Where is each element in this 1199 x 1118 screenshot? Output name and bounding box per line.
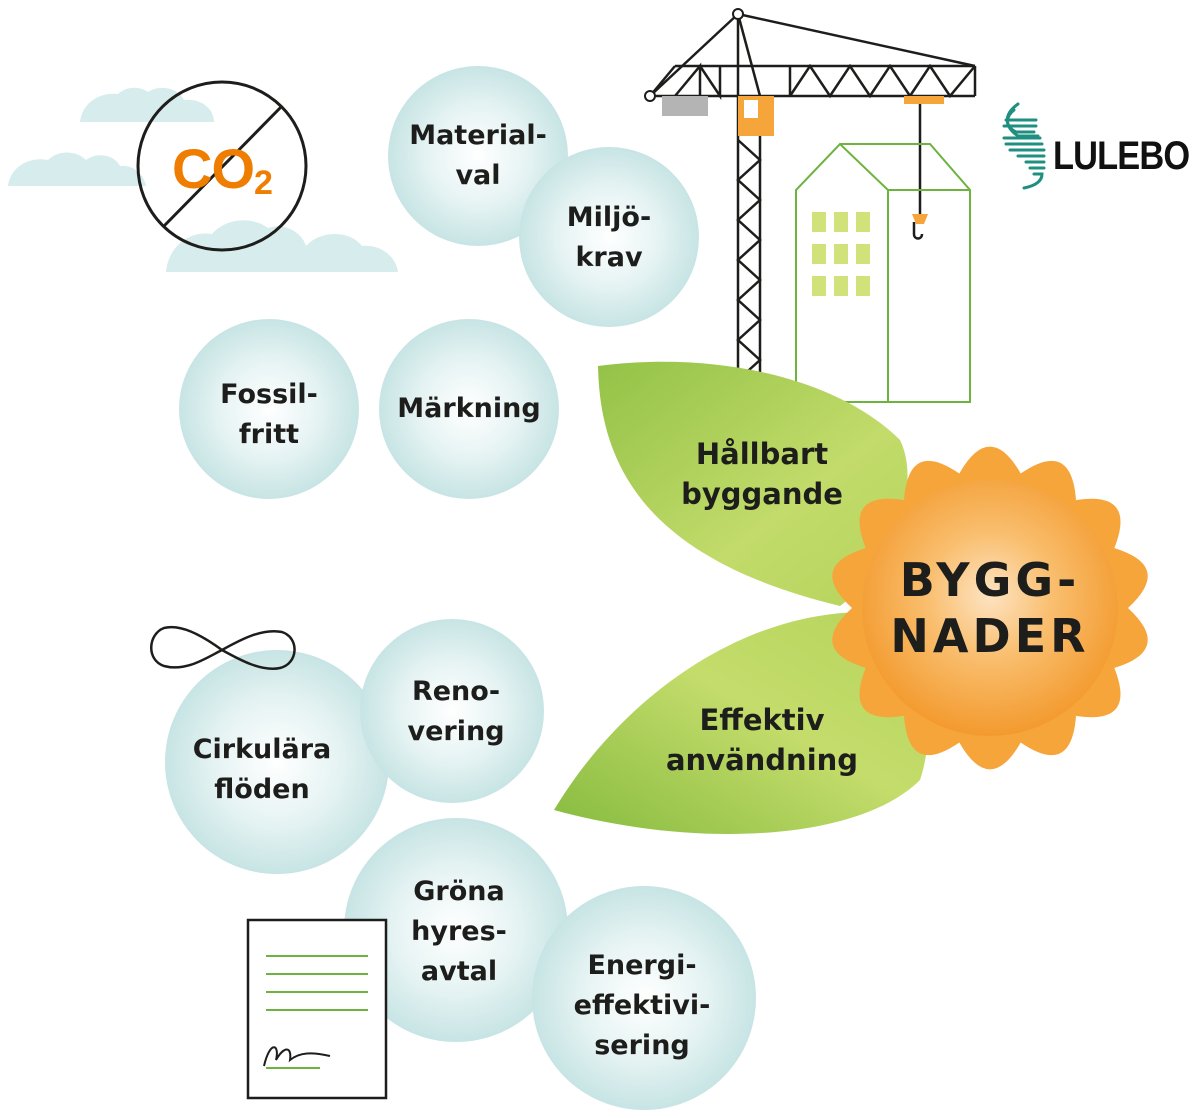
clouds <box>8 87 398 272</box>
label-fossilfritt: Fossil-fritt <box>220 379 318 450</box>
label-materialval: Material-val <box>409 120 547 191</box>
label-renovering: Reno-vering <box>407 676 505 747</box>
building-icon <box>795 142 971 403</box>
bubble-cirkulara <box>165 650 389 874</box>
bubble-grona <box>344 818 568 1042</box>
leaf-top <box>598 361 908 606</box>
crane-pivot-left <box>644 90 656 102</box>
bubble-markning <box>379 319 559 499</box>
bubble-materialval <box>388 66 568 246</box>
label-energi: Energi-effektivi-sering <box>573 950 711 1061</box>
lulebo-logo-icon <box>1002 102 1046 190</box>
bubble-group <box>165 66 756 1110</box>
crane-pivot-top <box>732 8 744 20</box>
bubble-energi <box>532 886 756 1110</box>
lulebo-logo-text: LULEBO <box>1053 134 1190 178</box>
bubble-miljokrav <box>519 147 699 327</box>
crane-cabin <box>738 96 774 136</box>
cloud-left <box>8 152 146 186</box>
flower-icon <box>832 446 1148 770</box>
label-miljokrav: Miljö-krav <box>566 202 652 273</box>
signature-icon <box>263 1046 331 1067</box>
infinity-icon <box>150 625 296 671</box>
crane-counterweight <box>662 96 708 116</box>
crane-trolley <box>904 96 944 104</box>
building-windows <box>812 212 870 296</box>
cloud-top <box>80 87 214 122</box>
label-byggnader: BYGG-NADER <box>890 553 1090 663</box>
bubble-fossilfritt <box>179 319 359 499</box>
co2-label: CO2 <box>172 137 273 202</box>
crane-hook <box>912 214 928 224</box>
leaf-bottom <box>554 611 928 834</box>
cloud-bottom <box>166 220 398 272</box>
label-markning: Märkning <box>397 393 541 424</box>
bubble-renovering <box>360 619 544 803</box>
no-co2-icon <box>136 80 308 252</box>
contract-document-icon <box>246 918 388 1100</box>
